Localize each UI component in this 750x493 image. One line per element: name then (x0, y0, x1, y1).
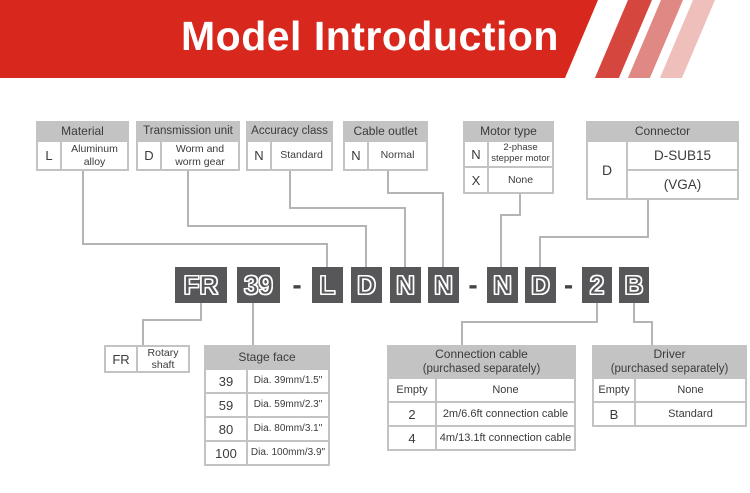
table-row: D D-SUB15 (VGA) (588, 142, 737, 198)
stage-face-table: Stage face 39 Dia. 39mm/1.5" 59 Dia. 59m… (204, 345, 330, 466)
table-row: L Aluminum alloy (38, 142, 127, 169)
accuracy-code: N (248, 142, 270, 169)
table-row: N 2-phase stepper motor (465, 142, 552, 166)
table-row: B Standard (594, 403, 745, 425)
table-row: FR Rotary shaft (106, 347, 188, 371)
code-segment-driver: B (619, 267, 649, 303)
shaft-desc: Rotary shaft (138, 347, 188, 371)
table-row: Empty None (389, 379, 574, 401)
connection-cable-code: 4 (389, 427, 435, 449)
material-desc: Aluminum alloy (62, 142, 127, 169)
table-row: 59 Dia. 59mm/2.3" (206, 394, 328, 416)
cable-outlet-code: N (345, 142, 367, 169)
driver-subtitle: (purchased separately) (610, 363, 729, 376)
stage-face-code: 39 (206, 370, 246, 392)
table-row: 2 2m/6.6ft connection cable (389, 403, 574, 425)
stage-face-title: Stage face (238, 350, 296, 364)
driver-desc: Standard (636, 403, 745, 425)
table-row: D Worm and worm gear (138, 142, 238, 169)
shaft-table: FR Rotary shaft (104, 345, 190, 373)
connection-cable-desc: 2m/6.6ft connection cable (437, 403, 574, 425)
transmission-code: D (138, 142, 160, 169)
material-code: L (38, 142, 60, 169)
code-segment-connector: D (525, 267, 556, 303)
transmission-table: Transmission unit D Worm and worm gear (136, 121, 240, 171)
driver-table: Driver (purchased separately) Empty None… (592, 345, 747, 427)
motor-type-table: Motor type N 2-phase stepper motor X Non… (463, 121, 554, 194)
driver-title: Driver (653, 347, 686, 362)
table-row: 39 Dia. 39mm/1.5" (206, 370, 328, 392)
connection-cable-code: 2 (389, 403, 435, 425)
code-segment-motor: N (487, 267, 518, 303)
stage-face-desc: Dia. 100mm/3.9" (248, 442, 328, 464)
connector-desc-line2: (VGA) (628, 171, 737, 198)
table-row: 80 Dia. 80mm/3.1" (206, 418, 328, 440)
cable-outlet-table: Cable outlet N Normal (343, 121, 428, 171)
cable-outlet-table-title: Cable outlet (353, 124, 418, 138)
connection-cable-subtitle: (purchased separately) (422, 363, 541, 376)
accuracy-table-title: Accuracy class (251, 125, 328, 138)
header-banner (0, 0, 598, 78)
code-segment-material: L (312, 267, 343, 303)
motor-type-desc-x: None (489, 168, 552, 192)
stage-face-desc: Dia. 59mm/2.3" (248, 394, 328, 416)
connection-cable-desc: None (437, 379, 574, 401)
table-row: 4 4m/13.1ft connection cable (389, 427, 574, 449)
table-row: N Normal (345, 142, 426, 169)
code-dash-3: - (563, 269, 574, 300)
table-row: X None (465, 168, 552, 192)
accuracy-desc: Standard (272, 142, 331, 169)
transmission-table-title: Transmission unit (143, 125, 233, 138)
code-dash-1: - (292, 269, 302, 300)
code-segment-cable-outlet: N (428, 267, 459, 303)
code-segment-accuracy: N (390, 267, 421, 303)
connector-desc-line1: D-SUB15 (628, 142, 737, 169)
material-table-title: Material (61, 124, 104, 138)
stage-face-code: 80 (206, 418, 246, 440)
accuracy-table: Accuracy class N Standard (246, 121, 333, 171)
stage-face-desc: Dia. 39mm/1.5" (248, 370, 328, 392)
motor-type-desc-n: 2-phase stepper motor (489, 142, 552, 166)
motor-type-code-x: X (465, 168, 487, 192)
stage-face-code: 59 (206, 394, 246, 416)
connector-code: D (588, 142, 626, 198)
table-row: N Standard (248, 142, 331, 169)
motor-type-code-n: N (465, 142, 487, 166)
table-row: 100 Dia. 100mm/3.9" (206, 442, 328, 464)
connection-cable-title: Connection cable (435, 347, 528, 362)
driver-title-block: Driver (purchased separately) (594, 347, 745, 377)
motor-type-table-title: Motor type (480, 124, 537, 138)
code-segment-size: 39 (237, 267, 280, 303)
code-dash-2: - (468, 269, 478, 300)
connection-cable-desc: 4m/13.1ft connection cable (437, 427, 574, 449)
page-title: Model Introduction (181, 13, 559, 59)
code-segment-transmission: D (351, 267, 382, 303)
connection-cable-table: Connection cable (purchased separately) … (387, 345, 576, 451)
material-table: Material L Aluminum alloy (36, 121, 129, 171)
driver-code: Empty (594, 379, 634, 401)
connection-cable-code: Empty (389, 379, 435, 401)
cable-outlet-desc: Normal (369, 142, 426, 169)
driver-desc: None (636, 379, 745, 401)
shaft-code: FR (106, 347, 136, 371)
connection-cable-title-block: Connection cable (purchased separately) (389, 347, 574, 377)
code-segment-fr: FR (175, 267, 227, 303)
table-row: Empty None (594, 379, 745, 401)
code-segment-cable: 2 (582, 267, 612, 303)
driver-code: B (594, 403, 634, 425)
stage-face-desc: Dia. 80mm/3.1" (248, 418, 328, 440)
transmission-desc: Worm and worm gear (162, 142, 238, 169)
connector-table: Connector D D-SUB15 (VGA) (586, 121, 739, 200)
connector-table-title: Connector (634, 124, 691, 138)
stage-face-code: 100 (206, 442, 246, 464)
